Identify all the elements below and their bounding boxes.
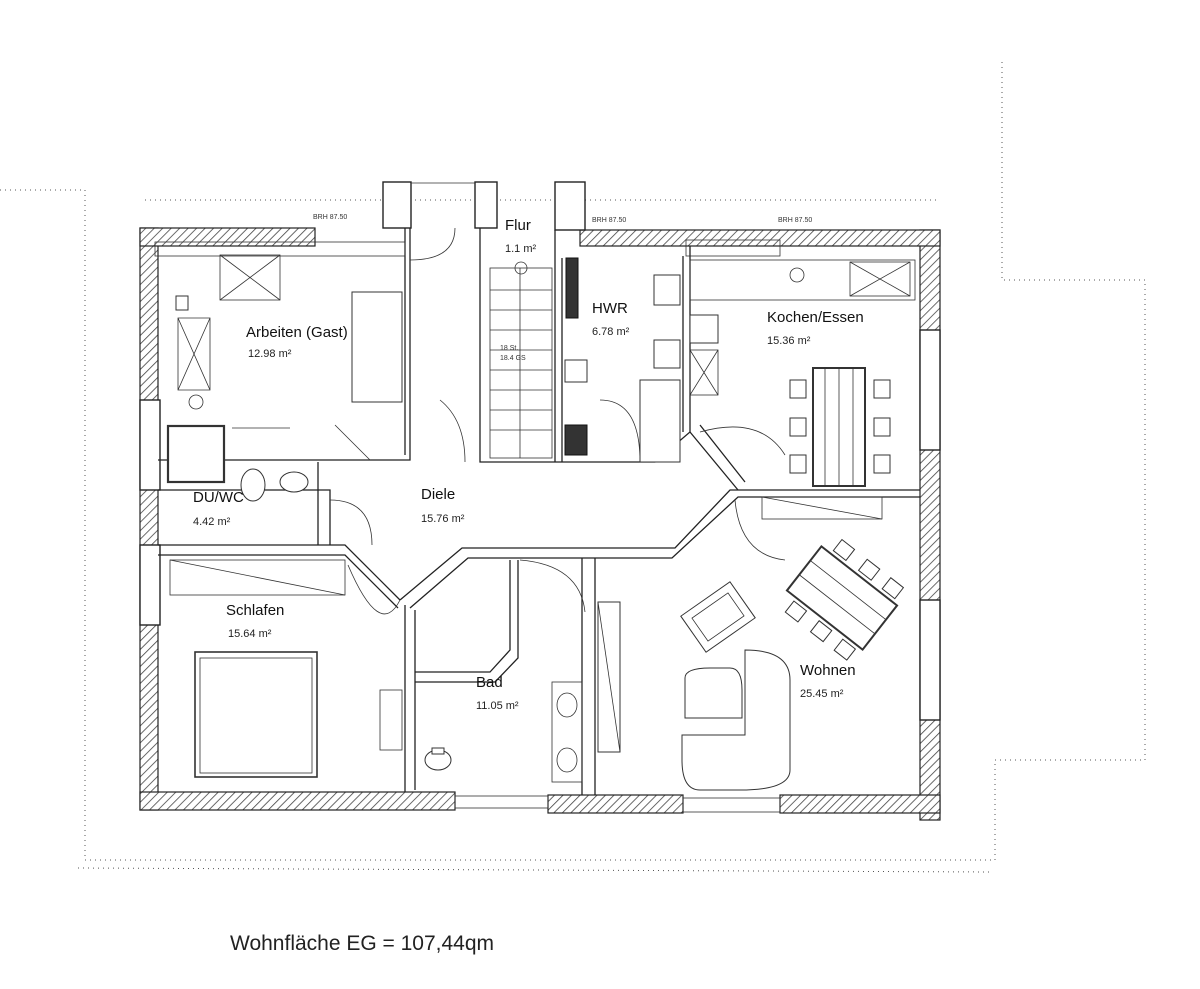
brh-label-right: BRH 87.50 — [778, 217, 812, 224]
outer-walls — [139, 181, 941, 821]
room-name-hwr: HWR — [592, 300, 628, 317]
living-area-summary: Wohnfläche EG = 107,44qm — [230, 932, 495, 955]
room-area-flur: 1.1 m² — [505, 243, 537, 255]
brh-label-mid: BRH 87.50 — [592, 217, 626, 224]
room-name-arbeiten: Arbeiten (Gast) — [246, 324, 348, 341]
staircase — [489, 261, 553, 459]
room-area-hwr: 6.78 m² — [592, 326, 630, 338]
room-area-bad: 11.05 m² — [476, 700, 519, 712]
furniture — [154, 239, 916, 813]
doors — [329, 227, 786, 615]
room-name-duwc: DU/WC — [193, 489, 244, 506]
brh-label-left: BRH 87.50 — [313, 214, 347, 221]
room-name-diele: Diele — [421, 486, 455, 503]
stairs-label-a: 18 St. — [500, 345, 518, 352]
room-area-schlafen: 15.64 m² — [228, 628, 272, 640]
room-area-wohnen: 25.45 m² — [800, 688, 844, 700]
room-name-kochen: Kochen/Essen — [767, 309, 864, 326]
room-name-wohnen: Wohnen — [800, 662, 856, 679]
room-area-arbeiten: 12.98 m² — [248, 348, 292, 360]
room-area-duwc: 4.42 m² — [193, 516, 231, 528]
room-name-bad: Bad — [476, 674, 503, 691]
room-area-kochen: 15.36 m² — [767, 335, 811, 347]
room-name-schlafen: Schlafen — [226, 602, 284, 619]
property-outline — [0, 60, 1146, 873]
stairs-label-b: 18.4 GS — [500, 355, 526, 362]
room-area-diele: 15.76 m² — [421, 513, 465, 525]
room-name-flur: Flur — [505, 217, 531, 234]
